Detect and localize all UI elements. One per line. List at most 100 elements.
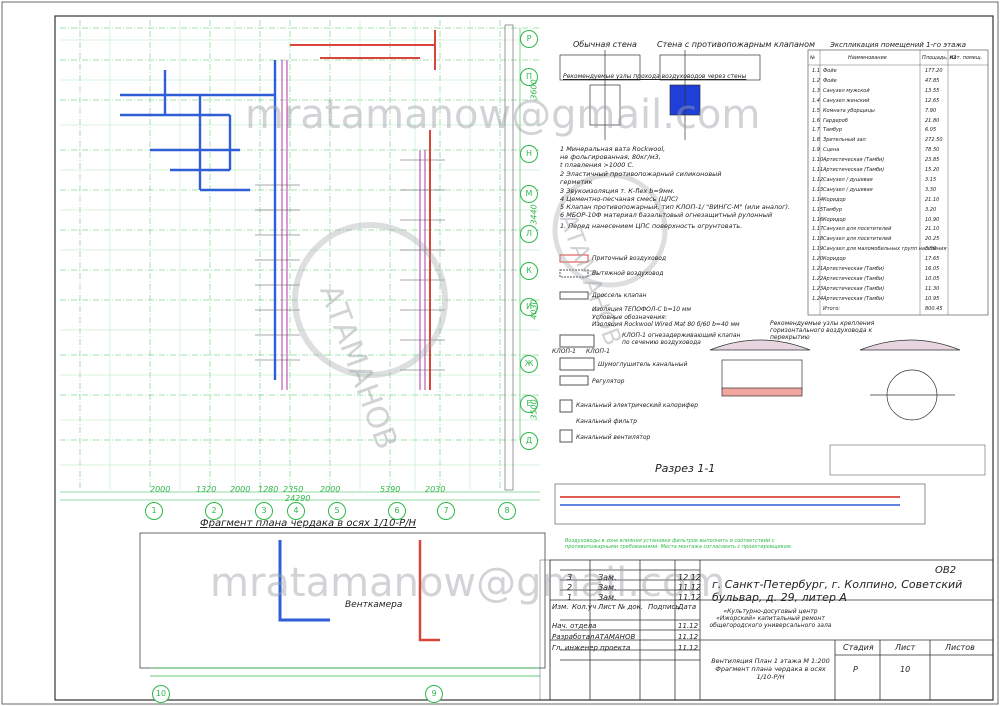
label-wall-fire: Стена с противопожарным клапаном (657, 40, 816, 49)
dim-right-value: 3440 (529, 204, 539, 225)
tb-sheets-label: Листов (945, 643, 975, 652)
room-number: 1.20 (812, 256, 824, 263)
room-name: Гардероб (823, 117, 848, 124)
room-name: Санузел / душевая (823, 176, 873, 183)
rev-header-cell: Изм. (552, 603, 569, 611)
room-area: 23.85 (925, 157, 940, 164)
tb-stage: Р (853, 665, 858, 674)
inner-frame (54, 15, 994, 701)
dim-bottom-value: 2000 (150, 485, 171, 494)
room-name: Артистическая (Тамби) (823, 295, 885, 302)
attic-fragment (139, 532, 546, 677)
room-name: Санузел для посетителей (823, 226, 892, 233)
room-number: 1.12 (812, 176, 824, 183)
room-area: 10.90 (925, 216, 940, 223)
axis-number-bubble: 1 (145, 502, 163, 520)
room-name: Тамбур (823, 127, 843, 134)
label-knot-caption: Рекомендуемые узлы прохода воздуховодов … (563, 73, 747, 80)
room-area: 10.05 (925, 275, 940, 282)
room-number: 1.17 (812, 226, 824, 233)
tb-project: «Культурно-досуговый центр «Ижорский» ка… (709, 608, 832, 629)
section-1-1-drawing (554, 483, 926, 525)
room-name: Сцена (823, 147, 840, 154)
minor-grid (60, 20, 540, 490)
room-area: 21.10 (925, 226, 940, 233)
title-block (549, 559, 994, 701)
dim-bottom-value: 5390 (380, 485, 401, 494)
rev-number: 2 (567, 583, 573, 592)
dim-total: 24290 (285, 494, 311, 503)
room-number: 1.15 (812, 206, 824, 213)
room-area: 47.85 (925, 77, 940, 84)
axis-letter-bubble: Д (520, 432, 538, 450)
rev-header-cell: Кол.уч (572, 603, 597, 611)
room-name: Коридор (823, 216, 846, 223)
dim-right-value: 3500 (529, 399, 539, 420)
mounting-knots (709, 339, 961, 421)
rev-date: 11.12 (678, 593, 701, 602)
room-area: 13.55 (925, 87, 940, 94)
tb-address: г. Санкт-Петербург, г. Колпино, Советски… (712, 578, 963, 604)
person-name: АТАМАНОВ (595, 633, 636, 641)
axis-number-bubble: 7 (437, 502, 455, 520)
rooms-header-cell: Кат. помещ. (950, 55, 983, 61)
wall-knot-sketch (559, 50, 761, 140)
room-area: 800.45 (925, 305, 943, 312)
room-area: 78.50 (925, 147, 940, 154)
axis-letter-bubble: П (520, 68, 538, 86)
room-area: 3.50 (925, 246, 937, 253)
axis-number-bubble: 8 (498, 502, 516, 520)
room-name: Фойе (823, 68, 837, 74)
tb-sheet-name: Вентиляция План 1 этажа М 1:200 Фрагмент… (711, 657, 830, 681)
room-area: 177.20 (925, 68, 943, 74)
person-date: 11.12 (678, 622, 699, 630)
rev-header-cell: Дата (678, 603, 697, 611)
riser-branches (255, 159, 445, 371)
room-number: 1.16 (812, 216, 824, 223)
room-number: 1.8 (812, 137, 820, 144)
section-title: Разрез 1-1 (655, 462, 716, 475)
axis-letter-bubble: Р (520, 30, 538, 48)
room-name: Коридор (823, 196, 846, 203)
room-area: 20.25 (925, 236, 940, 243)
axis-letter-bubble: К (520, 262, 538, 280)
dim-bottom-value: 1280 (258, 485, 279, 494)
dim-bottom-value: 2350 (283, 485, 304, 494)
rev-type: Зам. (598, 583, 617, 592)
room-name: Санузел мужской (823, 87, 870, 94)
legend-symbols (559, 254, 595, 443)
axis-number-bubble: 5 (328, 502, 346, 520)
room-number: 1.23 (812, 285, 824, 292)
rev-header-cell: Лист (598, 603, 616, 611)
watermark-email-top: mratamanow@gmail.com (245, 92, 761, 138)
tb-sheet-label: Лист (895, 643, 916, 652)
room-number: 1.11 (812, 167, 824, 173)
rooms-table-frame (807, 49, 989, 316)
room-name: Санузел для маломобильных групп населени… (823, 246, 947, 253)
axis-letter-bubble: И (520, 298, 538, 316)
person-role: Гл. инженер проекта (552, 644, 631, 652)
room-number: 1.2 (812, 77, 820, 84)
knots-caption: Рекомендуемые узлы крепления горизонталь… (770, 320, 875, 341)
tb-stage-label: Стадия (843, 643, 874, 652)
axis-grid (60, 20, 540, 490)
room-area: 17.65 (925, 256, 940, 263)
room-area: 7.90 (925, 107, 937, 114)
dim-bottom-value: 2030 (425, 485, 446, 494)
room-name: Артистическая (Тамби) (823, 157, 885, 164)
room-area: 3.15 (925, 176, 937, 183)
label-wall-plain: Обычная стена (573, 40, 637, 49)
dim-bottom-value: 1320 (196, 485, 217, 494)
room-number: 1.1 (812, 68, 820, 74)
rooms-header-cell: Наименование (848, 55, 887, 61)
rooms-header-cell: № (810, 55, 816, 61)
rev-header-cell: Подпись (648, 603, 680, 611)
axis-letter-bubble: Ж (520, 355, 538, 373)
axis-number-bubble: 4 (287, 502, 305, 520)
dim-bottom-value: 2000 (230, 485, 251, 494)
fragment-title: Фрагмент плана чердака в осях 1/10-Р/Н (200, 518, 417, 529)
room-number: 1.14 (812, 196, 824, 203)
rev-header-cell: № док. (618, 603, 644, 611)
room-name: Коридор (823, 256, 846, 263)
